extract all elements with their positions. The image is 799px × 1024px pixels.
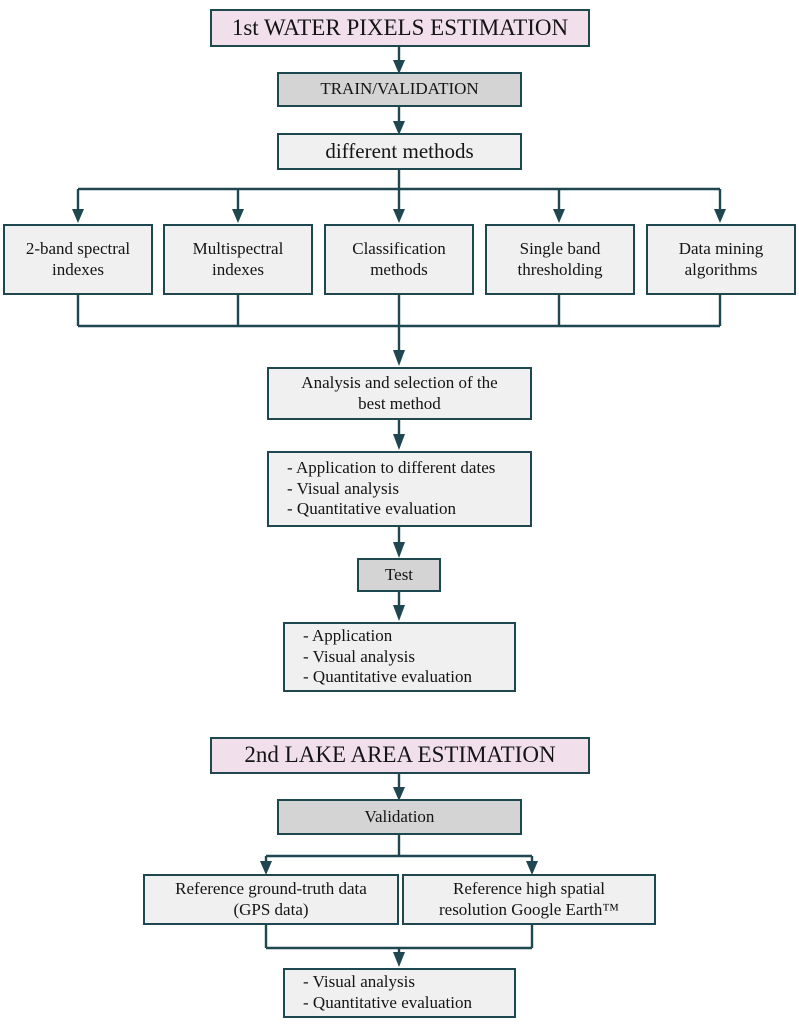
connector-validation-to-references xyxy=(260,835,538,875)
method-label-line2: indexes xyxy=(52,259,104,279)
method-label-line1: Single band xyxy=(519,238,601,258)
method-label-line2: indexes xyxy=(212,259,264,279)
method-label-line2: algorithms xyxy=(684,259,758,279)
method-box-single-band-thresholding: Single band thresholding xyxy=(485,224,635,295)
phase2-stage-label: Validation xyxy=(364,806,435,826)
reference-ground-truth-line1: Reference ground-truth data xyxy=(175,878,367,898)
method-label-line1: 2-band spectral xyxy=(25,238,131,258)
phase1-header: 1st WATER PIXELS ESTIMATION xyxy=(210,9,590,47)
method-box-classification-methods: Classification methods xyxy=(324,224,474,295)
method-label-line2: methods xyxy=(370,259,428,279)
connector-test-to-eval-test xyxy=(393,592,405,621)
connector-methods-merge-to-selection xyxy=(76,295,722,366)
connector-eval-train-to-test xyxy=(393,527,405,558)
evaluation-train-line2: - Visual analysis xyxy=(287,478,399,498)
evaluation-train-line3: - Quantitative evaluation xyxy=(287,499,456,519)
method-box-data-mining-algorithms: Data mining algorithms xyxy=(646,224,796,295)
method-label-line1: Data mining xyxy=(678,238,764,258)
reference-box-google-earth: Reference high spatial resolution Google… xyxy=(402,874,656,925)
phase1-branch-source-label: different methods xyxy=(325,138,474,163)
connector-references-merge-to-eval xyxy=(264,925,534,967)
evaluation-test-line3: - Quantitative evaluation xyxy=(303,667,472,687)
evaluation-test-line1: - Application xyxy=(303,625,393,645)
phase2-evaluation-line2: - Quantitative evaluation xyxy=(303,993,472,1012)
phase2-header: 2nd LAKE AREA ESTIMATION xyxy=(210,737,590,774)
reference-google-earth-line1: Reference high spatial xyxy=(453,878,605,898)
phase1-header-label: 1st WATER PIXELS ESTIMATION xyxy=(231,14,569,40)
reference-ground-truth-line2: (GPS data) xyxy=(233,899,309,919)
connector-methods-to-branchbar xyxy=(72,170,726,223)
test-stage-label: Test xyxy=(384,564,414,584)
reference-box-ground-truth: Reference ground-truth data (GPS data) xyxy=(143,874,399,925)
phase2-evaluation-line1: - Visual analysis xyxy=(303,972,415,992)
analysis-selection-line2: best method xyxy=(358,393,441,413)
phase2-stage-validation: Validation xyxy=(277,799,522,835)
phase1-stage-train-validation: TRAIN/VALIDATION xyxy=(277,72,522,107)
analysis-selection-box: Analysis and selection of the best metho… xyxy=(267,367,532,420)
method-label-line1: Multispectral xyxy=(192,238,284,258)
evaluation-test-box: - Application - Visual analysis - Quanti… xyxy=(283,622,516,692)
method-label-line1: Classification xyxy=(352,238,446,258)
reference-google-earth-line2: resolution Google Earth™ xyxy=(438,899,619,919)
phase2-evaluation-box: - Visual analysis - Quantitative evaluat… xyxy=(283,968,516,1018)
method-box-2-band-spectral-indexes: 2-band spectral indexes xyxy=(3,224,153,295)
connector-trainvalidation-to-methods xyxy=(393,107,405,135)
method-label-line2: thresholding xyxy=(517,259,603,279)
connector-selection-to-eval-train xyxy=(393,420,405,450)
phase2-header-label: 2nd LAKE AREA ESTIMATION xyxy=(244,742,556,768)
connector-header-to-trainvalidation xyxy=(393,47,405,74)
evaluation-train-line1: - Application to different dates xyxy=(287,457,496,477)
phase1-stage-label: TRAIN/VALIDATION xyxy=(320,79,479,99)
connector-phase2header-to-validation xyxy=(393,774,405,801)
test-stage-box: Test xyxy=(357,558,441,592)
phase1-branch-source: different methods xyxy=(277,133,522,170)
evaluation-train-box: - Application to different dates - Visua… xyxy=(267,451,532,527)
analysis-selection-line1: Analysis and selection of the xyxy=(301,372,498,392)
evaluation-test-line2: - Visual analysis xyxy=(303,646,415,666)
method-box-multispectral-indexes: Multispectral indexes xyxy=(163,224,313,295)
